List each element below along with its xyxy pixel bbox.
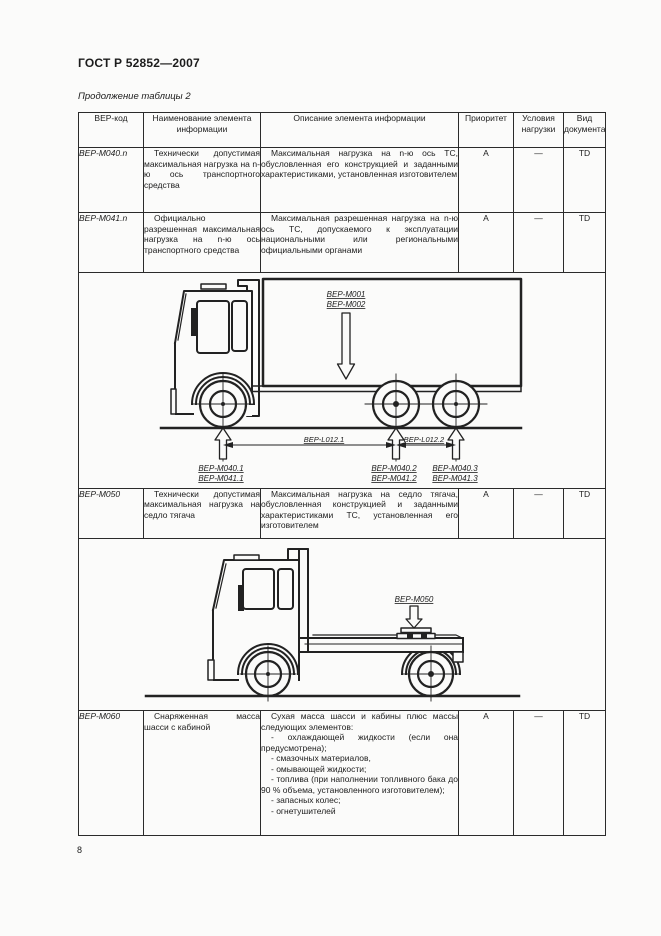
- table-row-bep-m040: BEP-M040.n Технически допустимая максима…: [78, 147, 606, 213]
- truck-front-wheel: [191, 373, 255, 462]
- axle2-label-2: BEP-M041.2: [371, 474, 417, 483]
- axle1-label-2: BEP-M041.1: [198, 474, 243, 483]
- document-type-cell: TD: [563, 487, 606, 539]
- load-conditions-cell: —: [513, 487, 564, 539]
- table-row-bep-m050: BEP-M050 Технически допустимая максималь…: [78, 487, 606, 539]
- axle3-label-1: BEP-M040.3: [432, 464, 478, 473]
- tractor-mirror: [238, 584, 244, 611]
- truck-diagram-row: BEP-M001 BEP-M002 BEP-L012.1 BEP-L012.2 …: [78, 272, 606, 489]
- name-cell: Снаряженная масса шасси с кабиной: [143, 710, 261, 836]
- code-cell: BEP-M041.n: [78, 212, 144, 273]
- document-type-cell: TD: [563, 710, 606, 836]
- description-intro: Сухая масса шасси и кабины плюс массы сл…: [261, 711, 458, 732]
- description-cell: Максимальная нагрузка на седло тягача, о…: [261, 488, 458, 530]
- tractor-saddle-load-diagram: BEP-M050: [144, 547, 521, 701]
- description-cell: Сухая масса шасси и кабины плюс массы сл…: [260, 710, 459, 836]
- description-cell: Максимальная разрешенная нагрузка на n-ю…: [261, 213, 458, 255]
- load-conditions-cell: —: [513, 710, 564, 836]
- description-cell: Максимальная нагрузка на n-ю ось ТС, обу…: [261, 148, 458, 180]
- truck-rear-wheel: [424, 373, 488, 462]
- header-priority: Приоритет: [458, 112, 514, 148]
- table-row-bep-m060: BEP-M060 Снаряженная масса шасси с кабин…: [78, 710, 606, 836]
- axle-load-arrow-icon: [387, 427, 405, 460]
- table-caption: Продолжение таблицы 2: [78, 91, 191, 102]
- description-item: - огнетушителей: [271, 805, 336, 816]
- description-item: - омывающей жидкости;: [271, 763, 367, 774]
- tractor-cab-window-large: [242, 567, 275, 610]
- axle3-label-2: BEP-M041.3: [432, 474, 478, 483]
- fifth-wheel-coupling: [396, 626, 436, 639]
- truck-middle-wheel: [364, 373, 428, 462]
- priority-cell: А: [458, 147, 514, 213]
- load-conditions-cell: —: [513, 147, 564, 213]
- priority-cell: А: [458, 710, 514, 836]
- standard-code: ГОСТ Р 52852—2007: [78, 56, 200, 70]
- payload-arrow-icon: [336, 312, 356, 380]
- description-item: - топлива (при наполнении топливного бак…: [261, 774, 458, 795]
- load-conditions-cell: —: [513, 212, 564, 273]
- axle-load-arrow-icon: [214, 427, 232, 460]
- dimension-label-1: BEP-L012.1: [304, 435, 344, 444]
- header-description: Описание элемента информации: [260, 112, 459, 148]
- tractor-roof-vent: [233, 553, 260, 561]
- header-code: ВЕР-код: [78, 112, 144, 148]
- truck-load-label-1: BEP-M001: [327, 290, 366, 299]
- truck-roof-vent: [200, 283, 227, 290]
- code-cell: BEP-M050: [78, 487, 144, 539]
- priority-cell: А: [458, 212, 514, 273]
- axle1-label-1: BEP-M040.1: [198, 464, 243, 473]
- tractor-diagram-row: BEP-M050: [78, 537, 606, 711]
- truck-mirror: [191, 308, 197, 336]
- priority-cell: А: [458, 487, 514, 539]
- name-cell: Технически допустимая максимальная нагру…: [143, 147, 261, 213]
- name-cell: Официально разрешенная максимальная нагр…: [143, 212, 261, 273]
- description-item: - охлаждающей жидкости (если она предусм…: [261, 732, 458, 753]
- truck-cab-window-large: [196, 300, 230, 354]
- code-cell: BEP-M060: [78, 710, 144, 836]
- saddle-load-label: BEP-M050: [395, 595, 434, 604]
- axle-load-arrow-icon: [447, 427, 465, 460]
- document-type-cell: TD: [563, 212, 606, 273]
- header-load-conditions: Условия нагрузки: [513, 112, 564, 148]
- truck-axle-load-diagram: BEP-M001 BEP-M002 BEP-L012.1 BEP-L012.2 …: [159, 277, 523, 483]
- code-cell: BEP-M040.n: [78, 147, 144, 213]
- saddle-load-arrow-icon: [405, 604, 423, 629]
- table-row-bep-m041: BEP-M041.n Официально разрешенная максим…: [78, 212, 606, 273]
- document-type-cell: TD: [563, 147, 606, 213]
- axle2-label-1: BEP-M040.2: [371, 464, 417, 473]
- dimension-label-2: BEP-L012.2: [404, 435, 445, 444]
- header-name: Наименование элемента информации: [143, 112, 261, 148]
- truck-cargo-box: [261, 277, 523, 388]
- table-header-row: ВЕР-код Наименование элемента информации…: [78, 112, 606, 148]
- tractor-cab-window-small: [277, 567, 294, 610]
- description-item: - смазочных материалов,: [271, 753, 371, 763]
- name-cell: Технически допустимая максимальная нагру…: [143, 487, 261, 539]
- wheelbase-dimension: [223, 442, 456, 448]
- truck-load-label-2: BEP-M002: [327, 300, 366, 309]
- header-document-type: Вид документа: [563, 112, 606, 148]
- truck-cab-window-small: [231, 300, 248, 352]
- page-number: 8: [77, 845, 83, 855]
- tractor-front-wheel: [239, 645, 297, 701]
- parameters-table: ВЕР-код Наименование элемента информации…: [78, 112, 606, 836]
- tractor-rear-wheel: [402, 645, 460, 701]
- description-item: - запасных колес;: [271, 795, 341, 805]
